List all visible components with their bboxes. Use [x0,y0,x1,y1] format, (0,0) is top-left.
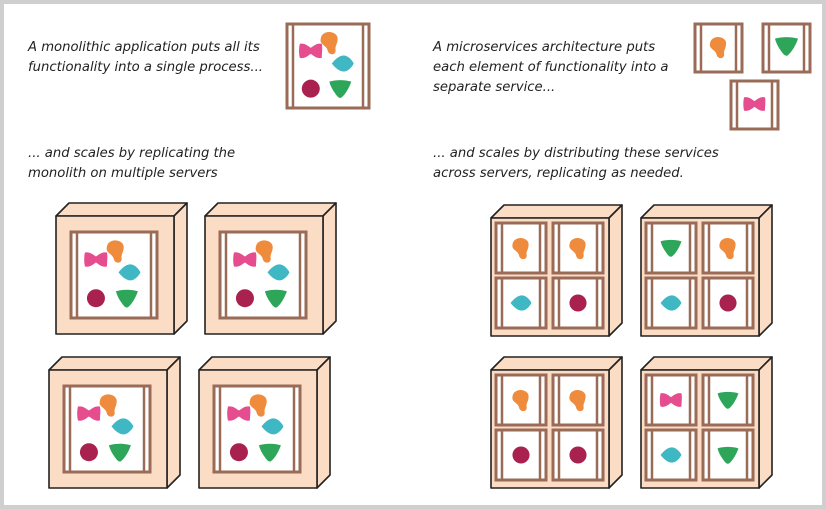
diamond-service-icon [111,418,134,435]
circle-service-icon [569,446,587,464]
microservices-scale-caption: ... and scales by distributing these ser… [433,146,719,181]
monolith-frame [62,384,152,474]
monolith-intro-caption: A monolithic application puts all its fu… [28,40,263,75]
separate-services [693,22,812,131]
diamond-service-icon [261,418,284,435]
monolith-server-2 [204,202,337,335]
microservice-server-3 [490,356,623,489]
diamond-service-icon [331,55,354,72]
server-side-face [322,202,337,335]
service-frame [494,221,548,275]
server-side-face [316,356,331,489]
server-top-face [490,356,623,371]
blob-service-icon [320,31,338,55]
server-top-face [198,356,331,371]
triangle-service-icon [774,37,799,56]
bowtie-service-icon [84,252,108,267]
blob-service-icon [709,37,727,59]
bowtie-service-icon [299,43,323,59]
blob-service-icon [512,238,529,260]
diamond-service-icon [118,264,141,281]
monolith-server-3 [48,356,181,489]
server-top-face [48,356,181,371]
triangle-service-icon [108,443,131,462]
circle-service-icon [569,294,587,312]
microservice-server-2 [640,204,773,337]
server-top-face [490,204,623,219]
server-side-face [166,356,181,489]
server-side-face [758,356,773,489]
server-side-face [758,204,773,337]
blob-service-icon [106,240,124,263]
monolith-server-1 [55,202,188,335]
bowtie-service-icon [233,252,257,267]
server-side-face [608,204,623,337]
server-top-face [640,356,773,371]
diamond-service-icon [267,264,290,281]
service-frame [551,221,605,275]
bowtie-service-icon [227,406,251,421]
server-top-face [640,204,773,219]
monolith-process [285,22,371,110]
diamond-service-icon [510,295,532,311]
blob-service-icon [569,390,586,412]
triangle-service-icon [258,443,281,462]
monolith-server-4 [198,356,331,489]
circle-service-icon [512,446,530,464]
server-top-face [55,202,188,217]
monolith-frame [212,384,302,474]
microservice-server-4 [640,356,773,489]
triangle-service-icon [115,289,138,308]
circle-service-icon [229,443,248,462]
server-side-face [608,356,623,489]
triangle-service-icon [660,239,682,257]
monolith-scale-caption: ... and scales by replicating the monoli… [28,146,236,181]
bowtie-service-icon [743,97,766,111]
bowtie-service-icon [77,406,101,421]
microservices-intro-caption: A microservices architecture puts each e… [433,40,669,95]
circle-service-icon [719,294,737,312]
blob-service-icon [255,240,273,263]
blob-service-icon [719,238,736,260]
diagram-art [48,22,812,489]
triangle-service-icon [264,289,287,308]
server-side-face [173,202,188,335]
diamond-service-icon [660,447,682,463]
blob-service-icon [569,238,586,260]
circle-service-icon [79,443,98,462]
triangle-service-icon [329,80,352,98]
server-top-face [204,202,337,217]
triangle-service-icon [717,446,739,464]
triangle-service-icon [717,391,739,409]
diamond-service-icon [660,295,682,311]
blob-service-icon [249,394,267,417]
bowtie-service-icon [659,393,682,407]
circle-service-icon [86,289,105,308]
circle-service-icon [301,79,320,98]
blob-service-icon [512,390,529,412]
microservice-server-1 [490,204,623,337]
blob-service-icon [99,394,117,417]
circle-service-icon [235,289,254,308]
